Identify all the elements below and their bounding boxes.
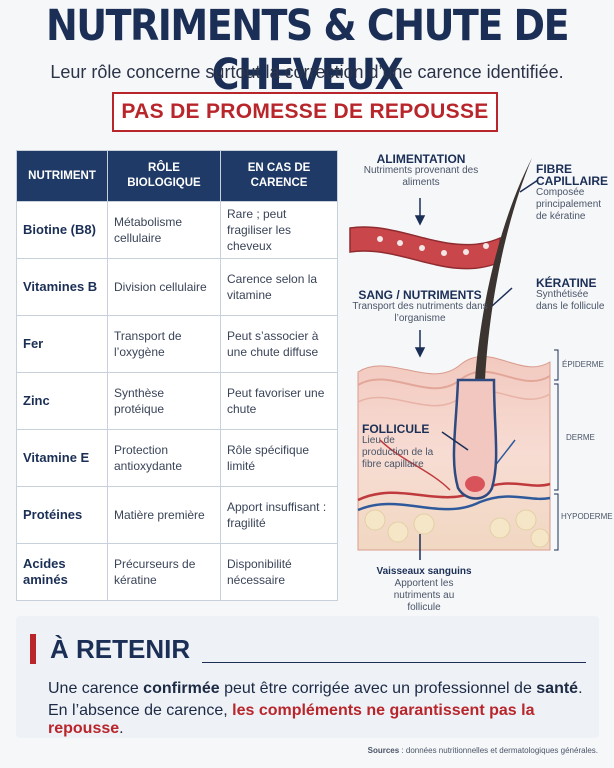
- nutrient-name: Biotine (B8): [16, 201, 108, 259]
- nutrient-name: Zinc: [16, 372, 108, 430]
- layer-derme: DERME: [566, 433, 595, 442]
- blood-vessel-illustration: [349, 226, 501, 270]
- label-fibre: FIBRE CAPILLAIRE Composée principalement…: [536, 162, 608, 222]
- retenir-title: À RETENIR: [50, 634, 191, 664]
- nutrient-role: Matière première: [107, 486, 221, 544]
- blood-cells: [377, 236, 489, 256]
- layer-epiderme: ÉPIDERME: [562, 360, 604, 369]
- retenir-text-2: En l’absence de carence, les compléments…: [48, 702, 535, 737]
- header-role: RÔLE BIOLOGIQUE: [107, 150, 221, 202]
- table-header-row: NUTRIMENT RÔLE BIOLOGIQUE EN CAS DE CARE…: [16, 150, 338, 202]
- page-title: NUTRIMENTS & CHUTE DE CHEVEUX: [45, 0, 570, 100]
- nutrient-name: Vitamines B: [16, 258, 108, 316]
- nutrient-role: Protection antioxydante: [107, 429, 221, 487]
- label-keratine: KÉRATINE Synthétisée dans le follicule: [536, 276, 605, 312]
- nutrient-role: Précurseurs de kératine: [107, 543, 221, 601]
- nutrient-name: Vitamine E: [16, 429, 108, 487]
- nutrient-role: Métabolisme cellulaire: [107, 201, 221, 259]
- retenir-text-1: Une carence confirmée peut être corrigée…: [48, 680, 583, 697]
- label-vaisseaux: Vaisseaux sanguins Apportent les nutrime…: [376, 566, 472, 613]
- label-alimentation: ALIMENTATION Nutriments provenant des al…: [363, 152, 479, 188]
- warning-banner: PAS DE PROMESSE DE REPOUSSE: [112, 92, 498, 132]
- sources-note: Sources : données nutritionnelles et der…: [367, 746, 598, 755]
- nutrient-name: Protéines: [16, 486, 108, 544]
- nutrient-carence: Rare ; peut fragiliser les cheveux: [220, 201, 338, 259]
- nutrient-carence: Peut s’associer à une chute diffuse: [220, 315, 338, 373]
- nutrient-carence: Peut favoriser une chute: [220, 372, 338, 430]
- retenir-accent-bar: [30, 634, 36, 664]
- nutrient-carence: Apport insuffisant : fragilité: [220, 486, 338, 544]
- nutrient-carence: Carence selon la vitamine: [220, 258, 338, 316]
- page-subtitle: Leur rôle concerne surtout la correction…: [50, 62, 564, 82]
- retenir-divider: [202, 662, 586, 663]
- nutrient-role: Transport de l’oxygène: [107, 315, 221, 373]
- nutrient-carence: Rôle spécifique limité: [220, 429, 338, 487]
- header-carence: EN CAS DE CARENCE: [220, 150, 338, 202]
- label-sang: SANG / NUTRIMENTS Transport des nutrimen…: [352, 288, 488, 324]
- follicle: [452, 378, 498, 500]
- nutrient-role: Synthèse protéique: [107, 372, 221, 430]
- hair-follicle-diagram: [349, 158, 559, 560]
- nutrient-carence: Disponibilité nécessaire: [220, 543, 338, 601]
- label-follicule: FOLLICULE Lieu de production de la fibre…: [362, 422, 434, 470]
- header-nutriment: NUTRIMENT: [16, 150, 108, 202]
- nutrient-name: Fer: [16, 315, 108, 373]
- nutrient-name: Acides aminés: [16, 543, 108, 601]
- retenir-box: À RETENIR Une carence confirmée peut êtr…: [16, 616, 599, 738]
- layer-hypoderme: HYPODERME: [561, 512, 613, 521]
- nutrient-role: Division cellulaire: [107, 258, 221, 316]
- nutrient-table: NUTRIMENT RÔLE BIOLOGIQUE EN CAS DE CARE…: [16, 150, 338, 601]
